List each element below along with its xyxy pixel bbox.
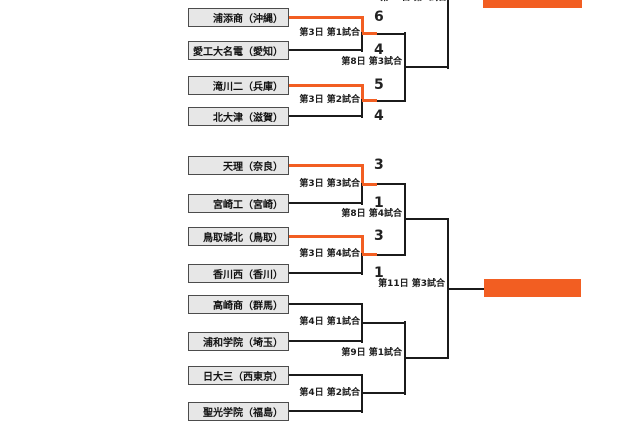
bracket-line (361, 99, 363, 118)
winner-line (289, 163, 362, 167)
winner-line (362, 253, 377, 256)
bracket-line (289, 49, 362, 51)
team-box: 日大三（西東京） (188, 365, 289, 385)
winner-line (289, 83, 362, 87)
bracket-line (361, 391, 363, 413)
team-name: 高崎商（群馬） (213, 300, 283, 312)
team-box: 香川西（香川） (188, 263, 289, 283)
bracket-line (289, 410, 362, 412)
bracket-line (405, 356, 448, 359)
match-schedule-label: 第4日 第2試合 (299, 387, 360, 398)
team-box: 高崎商（群馬） (188, 294, 289, 314)
match-schedule-label: 第8日 第4試合 (341, 209, 402, 220)
winner-line (362, 182, 377, 186)
match-score: 1 (374, 265, 384, 281)
match-score: 1 (374, 195, 384, 211)
bracket-line (289, 115, 362, 117)
match-score: 3 (374, 228, 384, 244)
team-name: 聖光学院（福島） (203, 407, 283, 419)
match-score: 3 (374, 157, 384, 173)
match-schedule-label: 第3日 第4試合 (299, 249, 360, 259)
match-schedule-label: 第3日 第3試合 (299, 178, 360, 189)
team-name: 宮崎工（宮崎） (213, 199, 283, 211)
bracket-line (448, 287, 484, 290)
team-name: 愛工大名電（愛知） (193, 46, 283, 58)
team-box: 浦添商（沖縄） (188, 7, 289, 27)
team-box: 滝川二（兵庫） (188, 75, 289, 95)
match-score: 6 (374, 9, 384, 25)
team-box: 浦和学院（埼玉） (188, 331, 289, 351)
bracket-line (361, 302, 363, 324)
advancing-team-box-top (483, 0, 582, 8)
team-name: 浦和学院（埼玉） (203, 337, 283, 349)
advancing-team-box-bottom (484, 279, 581, 297)
bracket-line (289, 340, 362, 342)
bracket-line (289, 202, 362, 204)
match-score: 4 (374, 42, 384, 58)
bracket-line (361, 253, 363, 275)
winner-line (362, 99, 377, 102)
team-name: 天理（奈良） (223, 161, 283, 173)
bracket-line (377, 253, 405, 256)
match-schedule-label: 第4日 第1試合 (299, 317, 360, 327)
team-box: 鳥取城北（鳥取） (188, 226, 289, 246)
bracket-line (289, 303, 362, 305)
match-schedule-label: 第3日 第1試合 (299, 28, 360, 38)
team-name: 鳥取城北（鳥取） (203, 232, 283, 244)
bracket-line (361, 182, 363, 205)
team-name: 北大津（滋賀） (213, 112, 283, 124)
team-name: 香川西（香川） (213, 269, 283, 281)
match-schedule-label-clipped: 第11日 第2試合 (372, 0, 447, 4)
bracket-line (377, 183, 405, 185)
match-schedule-label-quarterfinal: 第11日 第3試合 (378, 279, 445, 289)
match-score: 4 (374, 108, 384, 124)
winner-line (289, 15, 362, 19)
winner-line (289, 234, 362, 238)
team-name: 浦添商（沖縄） (213, 13, 283, 25)
team-box: 北大津（滋賀） (188, 106, 289, 126)
bracket-line (361, 32, 363, 52)
bracket-line (377, 32, 405, 35)
team-name: 日大三（西東京） (203, 371, 283, 383)
bracket-line (361, 373, 363, 395)
match-schedule-label: 第9日 第1試合 (341, 347, 402, 358)
winner-line (360, 234, 364, 256)
bracket-line (405, 66, 448, 68)
bracket-line (289, 272, 362, 274)
bracket-line (289, 374, 362, 376)
match-score: 5 (374, 77, 384, 93)
winner-line (360, 163, 364, 186)
team-box: 聖光学院（福島） (188, 401, 289, 421)
team-box: 宮崎工（宮崎） (188, 193, 289, 213)
team-box: 愛工大名電（愛知） (188, 40, 289, 60)
winner-line (360, 83, 364, 102)
match-schedule-label: 第3日 第2試合 (299, 95, 360, 105)
bracket-line (405, 218, 448, 221)
winner-line (362, 32, 377, 35)
match-schedule-label: 第8日 第3試合 (341, 57, 402, 67)
winner-line (360, 15, 364, 35)
bracket-line (447, 0, 449, 69)
bracket-line (362, 392, 405, 394)
team-box: 天理（奈良） (188, 155, 289, 175)
bracket-line (361, 321, 363, 343)
bracket-line (377, 99, 405, 102)
team-name: 滝川二（兵庫） (213, 81, 283, 93)
bracket-line (362, 321, 405, 324)
